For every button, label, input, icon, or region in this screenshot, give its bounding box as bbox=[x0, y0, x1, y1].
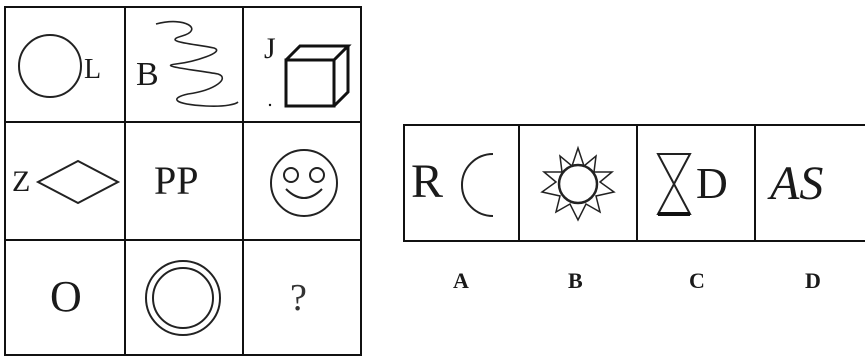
cell-r1c1: L bbox=[6, 8, 124, 121]
sun-icon bbox=[520, 126, 636, 240]
cell-letter: O bbox=[50, 275, 82, 319]
option-c[interactable]: D bbox=[638, 126, 754, 240]
cell-r3c1: O bbox=[6, 241, 124, 354]
option-d-text: AS bbox=[770, 160, 823, 208]
question-mark: ? bbox=[290, 279, 307, 317]
cell-r1c3: J bbox=[244, 8, 360, 121]
diamond-icon bbox=[6, 123, 124, 239]
smiley-face-icon bbox=[244, 123, 360, 239]
option-a[interactable]: R bbox=[405, 126, 518, 240]
cell-r2c3 bbox=[244, 123, 360, 239]
cell-r3c3: ? bbox=[244, 241, 360, 354]
cell-letter: L bbox=[84, 56, 101, 84]
cell-text: PP bbox=[154, 161, 199, 201]
option-b[interactable] bbox=[520, 126, 636, 240]
double-circle-icon bbox=[126, 241, 242, 354]
cube-icon bbox=[244, 8, 360, 121]
scribble-icon bbox=[126, 8, 242, 121]
cell-r3c2 bbox=[126, 241, 242, 354]
option-label-d: D bbox=[805, 268, 821, 294]
answer-options: R D AS bbox=[403, 124, 865, 242]
option-c-letter: D bbox=[696, 162, 728, 206]
circle-icon bbox=[6, 8, 124, 121]
option-label-a: A bbox=[453, 268, 469, 294]
puzzle-grid: L B J Z PP O bbox=[4, 6, 362, 356]
option-d[interactable]: AS bbox=[756, 126, 865, 240]
option-label-c: C bbox=[689, 268, 705, 294]
crescent-moon-icon bbox=[405, 126, 518, 240]
option-label-b: B bbox=[568, 268, 583, 294]
cell-r2c2: PP bbox=[126, 123, 242, 239]
cell-r1c2: B bbox=[126, 8, 242, 121]
cell-r2c1: Z bbox=[6, 123, 124, 239]
